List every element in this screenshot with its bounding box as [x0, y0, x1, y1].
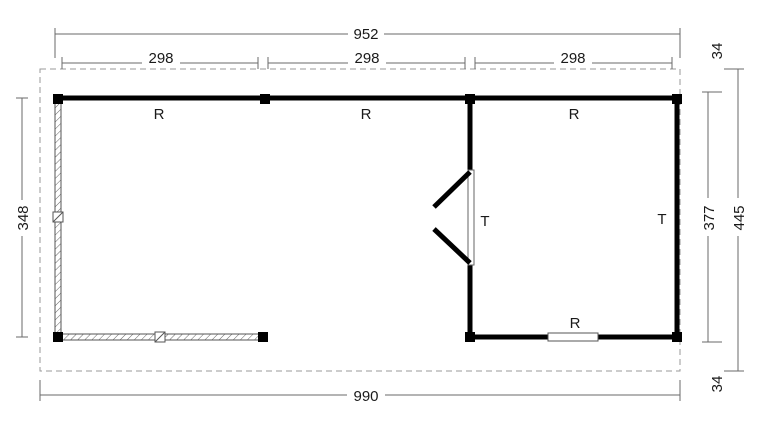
- door-leaf-upper: [432, 170, 472, 209]
- wall-label-bottom-room: R: [570, 315, 581, 332]
- dimension-right-inner-label: 377: [701, 205, 718, 230]
- dimension-right-outer: 445: [724, 68, 748, 372]
- door-opening: [467, 169, 475, 266]
- dimension-left-height: 348: [13, 97, 32, 338]
- wall-label-top-2: R: [361, 106, 372, 123]
- dimension-segment-1-label: 298: [148, 50, 173, 67]
- post-top-mid-right: [465, 94, 475, 104]
- dimension-segment-3-label: 298: [560, 50, 585, 67]
- dimension-left-height-label: 348: [15, 205, 32, 230]
- wall-label-top-1: R: [154, 106, 165, 123]
- dimension-right-bottom-overhang-label: 34: [709, 376, 726, 393]
- dimension-right-outer-label: 445: [731, 205, 748, 230]
- post-bottom-mid-right: [465, 332, 475, 342]
- dimension-right-inner: 377: [699, 91, 722, 343]
- dimension-top-total: 952: [54, 24, 681, 58]
- wall-label-right: T: [657, 211, 666, 228]
- dimension-segment-2-label: 298: [354, 50, 379, 67]
- post-bottom-right: [672, 332, 682, 342]
- post-bottom-left: [53, 332, 63, 342]
- double-door: [432, 169, 475, 266]
- dimension-top-total-label: 952: [353, 26, 378, 43]
- dimension-bottom-total: 990: [39, 380, 681, 405]
- wall-label-partition: T: [480, 213, 489, 230]
- door-leaf-lower: [432, 227, 472, 265]
- wall-label-top-3: R: [569, 106, 580, 123]
- post-bottom-mid-left: [258, 332, 268, 342]
- window-bottom-wall: [547, 332, 599, 342]
- post-top-left: [53, 94, 63, 104]
- roof-overhang-outline: [39, 68, 681, 372]
- dimension-top-segments: 298 298 298: [61, 48, 673, 69]
- post-top-mid-left: [260, 94, 270, 104]
- dimension-bottom-total-label: 990: [353, 388, 378, 405]
- dimension-right-top-overhang-label: 34: [709, 43, 726, 60]
- post-top-right: [672, 94, 682, 104]
